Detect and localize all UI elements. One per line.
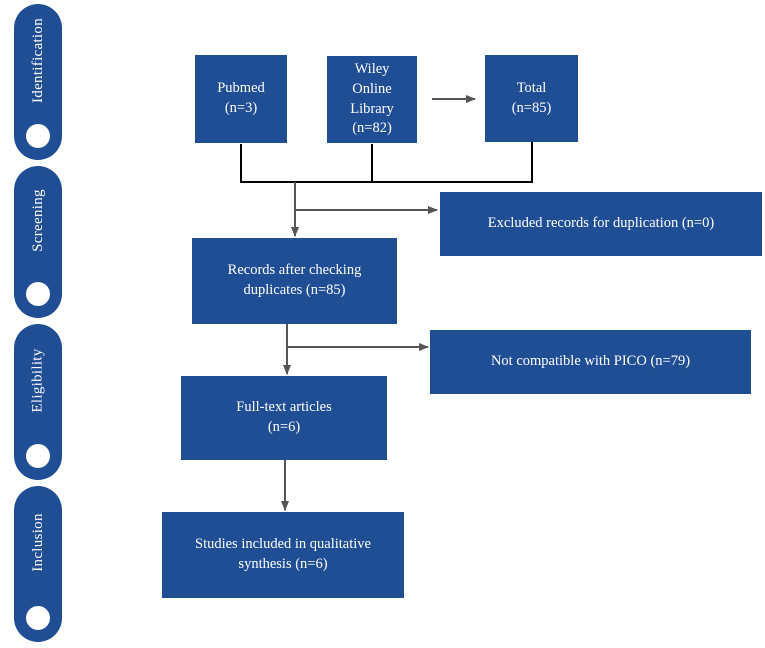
stage-eligibility: Eligibility xyxy=(14,324,62,480)
stage-inclusion: Inclusion xyxy=(14,486,62,642)
stage-dot-icon xyxy=(26,444,50,468)
stage-dot-icon xyxy=(26,606,50,630)
box-total: Total (n=85) xyxy=(485,55,578,142)
box-full-text: Full-text articles (n=6) xyxy=(181,376,387,460)
box-excluded-duplicates: Excluded records for duplication (n=0) xyxy=(440,192,762,256)
stage-screening: Screening xyxy=(14,166,62,318)
stage-dot-icon xyxy=(26,282,50,306)
box-included: Studies included in qualitative synthesi… xyxy=(162,512,404,598)
box-records-after-duplicates: Records after checking duplicates (n=85) xyxy=(192,238,397,324)
box-not-compatible-pico: Not compatible with PICO (n=79) xyxy=(430,330,751,394)
box-wiley: Wiley Online Library (n=82) xyxy=(327,56,417,143)
box-pubmed: Pubmed (n=3) xyxy=(195,55,287,143)
stage-identification: Identification xyxy=(14,4,62,160)
stage-dot-icon xyxy=(26,124,50,148)
